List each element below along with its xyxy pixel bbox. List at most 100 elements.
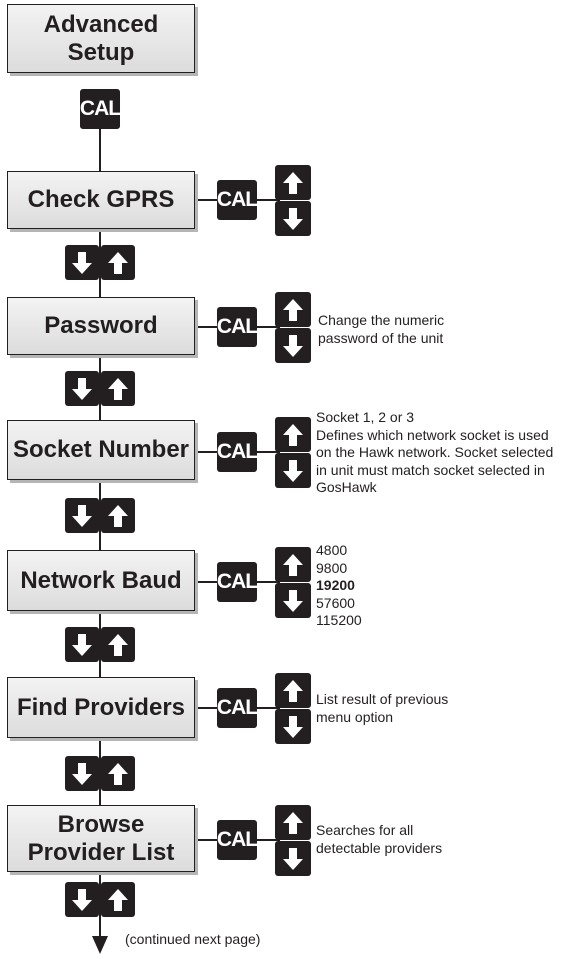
up-arrow-icon (283, 679, 303, 702)
flow-arrowhead (92, 936, 108, 954)
down-arrow-key-nav-1[interactable] (65, 245, 99, 280)
down-arrow-icon (72, 377, 92, 400)
cal-key-advanced-setup[interactable]: CAL (79, 89, 121, 129)
down-arrow-key-nav-6[interactable] (65, 882, 99, 917)
check-gprs-box: Check GPRS (7, 171, 195, 229)
down-arrow-icon (72, 504, 92, 527)
note-line: password of the unit (318, 329, 444, 346)
up-arrow-key-check-gprs[interactable] (275, 165, 311, 200)
cal-key-label: CAL (216, 440, 258, 463)
up-arrow-key-nav-2[interactable] (101, 371, 135, 406)
find-providers-note: List result of previous menu option (316, 691, 448, 726)
note-line: menu option (316, 708, 394, 725)
up-arrow-icon (283, 423, 303, 446)
up-arrow-key-password[interactable] (275, 292, 311, 327)
password-box: Password (7, 297, 195, 355)
up-arrow-icon (108, 762, 128, 785)
cal-key-label: CAL (216, 570, 258, 593)
down-arrow-icon (283, 589, 303, 612)
up-arrow-key-nav-3[interactable] (101, 498, 135, 533)
up-arrow-icon (108, 251, 128, 274)
up-arrow-key-nav-6[interactable] (101, 882, 135, 917)
up-arrow-icon (108, 888, 128, 911)
up-arrow-icon (283, 811, 303, 834)
down-arrow-key-check-gprs[interactable] (275, 201, 311, 236)
cal-key-label: CAL (216, 696, 258, 719)
note-line: GosHawk (316, 479, 377, 495)
up-arrow-key-browse-provider-list[interactable] (275, 805, 311, 840)
cal-key-check-gprs[interactable]: CAL (216, 180, 258, 220)
find-providers-label: Find Providers (16, 693, 186, 721)
down-arrow-key-password[interactable] (275, 328, 311, 363)
up-arrow-key-socket-number[interactable] (275, 417, 311, 452)
socket-number-label: Socket Number (12, 436, 190, 463)
down-arrow-key-browse-provider-list[interactable] (275, 841, 311, 876)
down-arrow-icon (283, 847, 303, 870)
cal-key-label: CAL (216, 188, 258, 211)
note-line: Change the numeric (318, 312, 445, 328)
baud-option: 115200 (316, 612, 362, 628)
network-baud-options: 4800 9800 19200 57600 115200 (316, 542, 362, 630)
note-line: on the Hawk network. Socket selected (316, 444, 554, 460)
baud-option-default: 19200 (316, 577, 355, 593)
down-arrow-key-find-providers[interactable] (275, 709, 311, 744)
browse-provider-list-label: Browse Provider List (27, 810, 175, 866)
browse-provider-list-box: Browse Provider List (7, 805, 195, 872)
down-arrow-icon (72, 888, 92, 911)
baud-option: 57600 (316, 594, 355, 611)
up-arrow-key-nav-5[interactable] (101, 756, 135, 791)
down-arrow-key-socket-number[interactable] (275, 453, 311, 488)
cal-key-label: CAL (79, 97, 121, 120)
down-arrow-key-nav-3[interactable] (65, 498, 99, 533)
down-arrow-icon (283, 459, 303, 482)
network-baud-label: Network Baud (20, 566, 182, 594)
socket-number-box: Socket Number (7, 420, 195, 480)
cal-key-label: CAL (216, 315, 258, 338)
up-arrow-key-nav-4[interactable] (101, 627, 135, 662)
down-arrow-key-nav-5[interactable] (65, 756, 99, 791)
down-arrow-icon (72, 762, 92, 785)
cal-key-socket-number[interactable]: CAL (216, 432, 258, 472)
note-line: List result of previous (316, 691, 449, 707)
cal-key-find-providers[interactable]: CAL (216, 688, 258, 728)
down-arrow-icon (283, 334, 303, 357)
baud-option: 9800 (316, 559, 348, 576)
down-arrow-icon (283, 715, 303, 738)
up-arrow-key-find-providers[interactable] (275, 673, 311, 708)
up-arrow-key-network-baud[interactable] (275, 547, 311, 582)
down-arrow-icon (283, 207, 303, 230)
up-arrow-icon (283, 553, 303, 576)
password-label: Password (44, 312, 158, 339)
up-arrow-key-nav-1[interactable] (101, 245, 135, 280)
note-line: in unit must match socket selected in (316, 461, 545, 478)
up-arrow-icon (108, 504, 128, 527)
password-note: Change the numeric password of the unit (318, 312, 444, 347)
socket-number-note: Socket 1, 2 or 3 Defines which network s… (316, 409, 553, 497)
find-providers-box: Find Providers (7, 677, 195, 738)
down-arrow-key-network-baud[interactable] (275, 583, 311, 618)
continued-next-page-text: (continued next page) (125, 931, 261, 947)
down-arrow-key-nav-2[interactable] (65, 371, 99, 406)
note-line: Searches for all (316, 822, 414, 838)
browse-provider-list-note: Searches for all detectable providers (316, 822, 442, 857)
cal-key-password[interactable]: CAL (216, 307, 258, 347)
down-arrow-icon (72, 251, 92, 274)
down-arrow-key-nav-4[interactable] (65, 627, 99, 662)
network-baud-box: Network Baud (7, 550, 195, 611)
cal-key-network-baud[interactable]: CAL (216, 562, 258, 602)
check-gprs-label: Check GPRS (27, 186, 175, 213)
advanced-setup-box: Advanced Setup (7, 4, 195, 73)
note-line: detectable providers (316, 839, 443, 856)
cal-key-browse-provider-list[interactable]: CAL (216, 820, 258, 860)
advanced-setup-label: Advanced Setup (43, 10, 159, 66)
up-arrow-icon (283, 298, 303, 321)
up-arrow-icon (108, 633, 128, 656)
note-line: Socket 1, 2 or 3 (316, 409, 415, 425)
note-line: Defines which network socket is used (316, 426, 549, 443)
up-arrow-icon (283, 171, 303, 194)
up-arrow-icon (108, 377, 128, 400)
baud-option: 4800 (316, 542, 348, 558)
down-arrow-icon (72, 633, 92, 656)
main-flow-line (99, 90, 101, 940)
cal-key-label: CAL (216, 828, 258, 851)
